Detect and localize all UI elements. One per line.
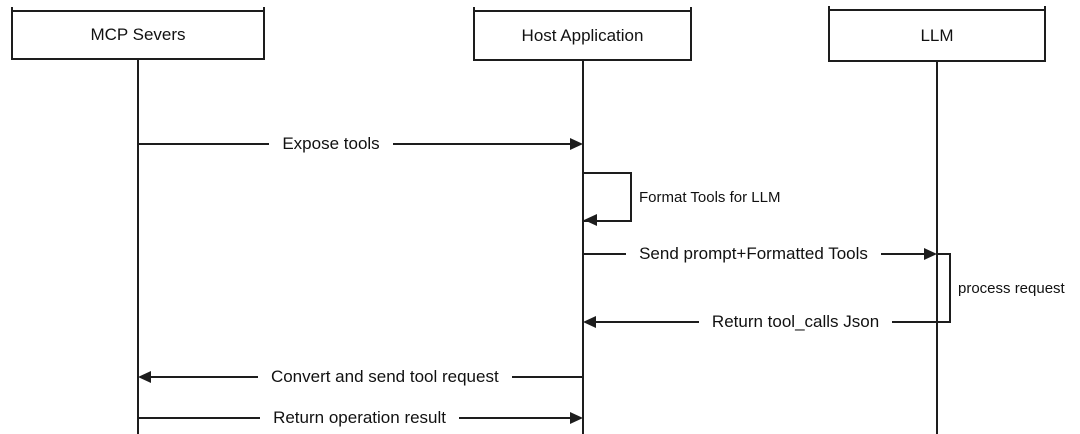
participant-label-llm: LLM	[920, 25, 954, 45]
arrowhead-left-icon	[584, 214, 597, 226]
self-message-path-format-tools	[582, 172, 632, 222]
message-label: Return operation result	[273, 408, 447, 427]
message-label: Return tool_calls Json	[711, 312, 880, 331]
message-line	[392, 143, 570, 145]
message-return-operation-result: Return operation result	[138, 408, 583, 428]
message-line	[511, 376, 583, 378]
lifeline-host-application	[582, 60, 584, 434]
activation-label-process-request: process request	[958, 280, 1065, 297]
message-line	[138, 417, 261, 419]
message-label: Expose tools	[282, 134, 380, 153]
message-line	[880, 253, 924, 255]
message-send-prompt-formatted-tools: Send prompt+Formatted Tools	[583, 244, 937, 264]
arrowhead-right-icon	[570, 138, 583, 150]
lifeline-llm	[936, 61, 938, 434]
message-convert-and-send-tool-request: Convert and send tool request	[138, 367, 583, 387]
message-line	[138, 143, 270, 145]
participant-box-llm: LLM	[828, 6, 1046, 62]
arrowhead-left-icon	[583, 316, 596, 328]
participant-label-mcp-servers: MCP Severs	[90, 25, 186, 44]
self-message-label-format-tools: Format Tools for LLM	[639, 189, 781, 206]
arrowhead-right-icon	[570, 412, 583, 424]
participant-label-host-application: Host Application	[521, 25, 644, 45]
message-line	[892, 321, 951, 323]
message-line	[459, 417, 570, 419]
participant-box-host-application: Host Application	[473, 7, 692, 61]
activation-bracket-llm	[936, 253, 951, 322]
arrowhead-left-icon	[138, 371, 151, 383]
message-return-tool-calls-json: Return tool_calls Json	[583, 312, 951, 332]
message-line	[596, 321, 699, 323]
message-expose-tools: Expose tools	[138, 134, 583, 154]
message-line	[583, 253, 627, 255]
message-line	[151, 376, 258, 378]
message-label: Convert and send tool request	[270, 367, 499, 386]
arrowhead-right-icon	[924, 248, 937, 260]
lifeline-mcp-servers	[137, 59, 139, 434]
message-label: Send prompt+Formatted Tools	[639, 244, 868, 263]
participant-box-mcp-servers: MCP Severs	[11, 7, 265, 60]
